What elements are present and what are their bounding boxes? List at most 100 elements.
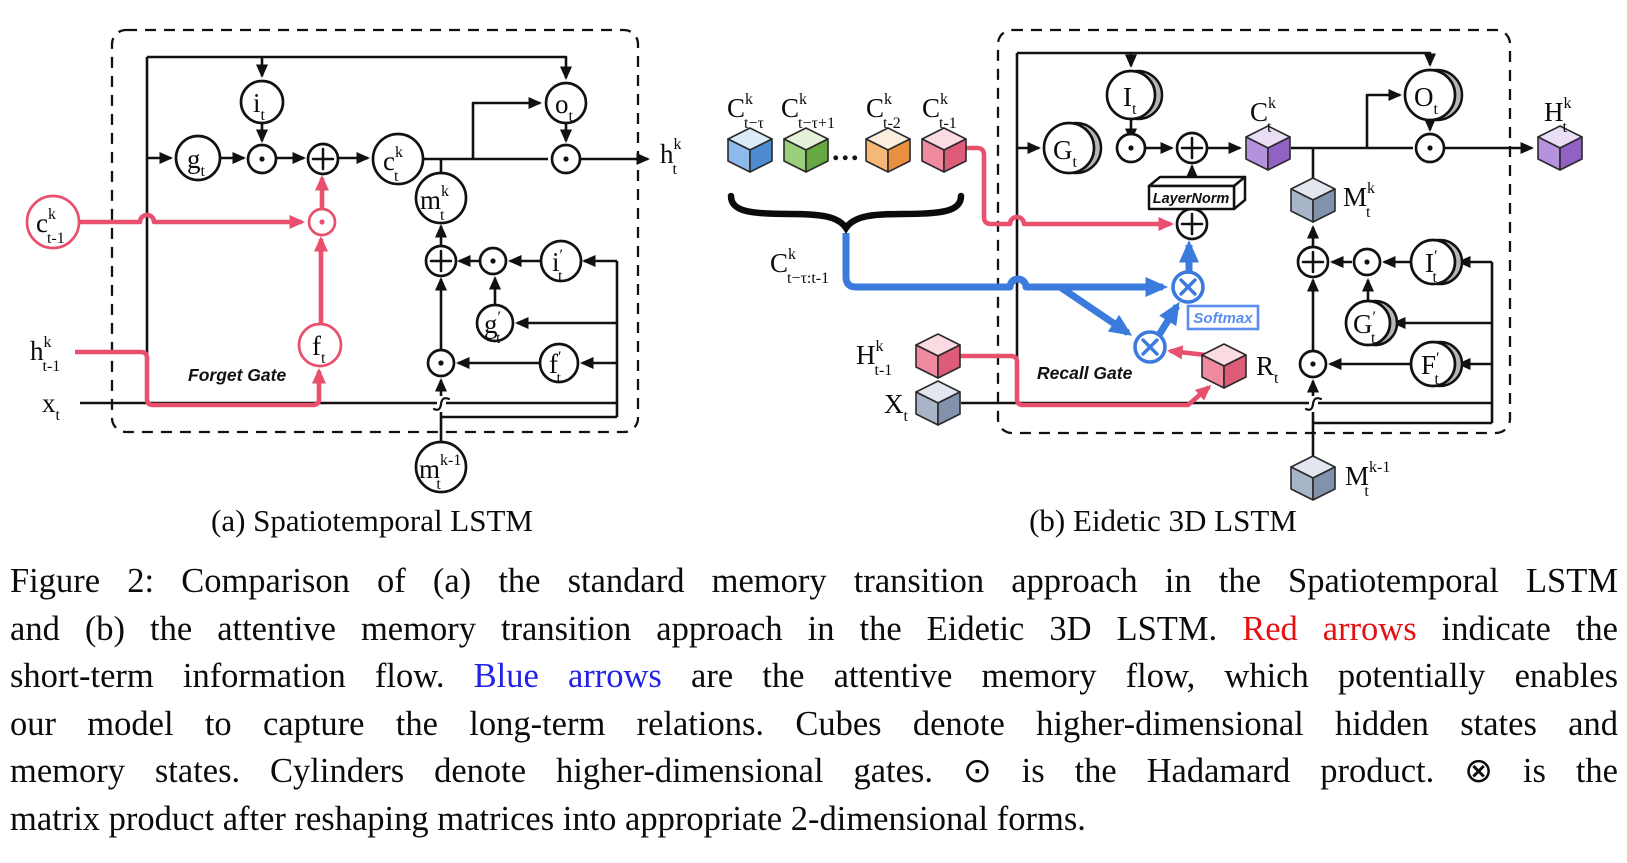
gate-o [544,81,588,125]
gate-G-label: Gt [1053,135,1078,171]
add-op [1175,131,1209,165]
panel-b-title: (b) Eidetic 3D LSTM [1029,503,1297,538]
add-op [1296,245,1330,279]
panel-a-title: (a) Spatiotemporal LSTM [211,503,533,538]
gate-g-label: gt [187,144,206,180]
panel-b: ... [727,28,1583,538]
hadamard-op [1414,132,1446,164]
panel-a-wires [80,57,619,442]
prev-cell-state [25,194,81,250]
gate-g-prime-label: g′t [484,309,501,347]
hadamard-op [1298,349,1328,379]
memory-cube-orange [865,127,911,173]
figure-caption: Figure 2: Comparison of (a) the standard… [10,558,1618,843]
gate-cylinder-O [1403,68,1464,122]
panel-a-frame [110,28,640,434]
gate-i [239,79,285,125]
cell-state-c [371,132,425,186]
gate-i-label: it [253,88,266,124]
layernorm-box: LayerNorm [1147,175,1247,211]
matrix-product-op [1133,330,1167,364]
matrix-product-op [1171,270,1205,304]
memory-cube-red [921,127,967,173]
gate-cylinder-I [1105,69,1164,121]
ellipsis: ... [832,134,861,167]
gate-f-prime-label: f′t [549,349,562,387]
gate-O-label: Ot [1414,82,1439,118]
caption-line-1: Figure 2: Comparison of (a) the standard… [10,562,1618,600]
gate-G-prime-label: G′t [1353,309,1376,347]
gate-cylinder-I-prime [1409,238,1464,286]
panel-b-frame [996,28,1512,435]
add-op-attention [1175,207,1209,241]
panel-b-blue-flow [842,233,1199,337]
line-break-mark [1304,397,1323,411]
prev-memory-cube-m [1290,455,1336,501]
input-cube-x [915,380,961,426]
gate-cylinder-G [1042,121,1103,175]
caption-line-4: our model to capture the long-term relat… [10,704,1618,743]
caption-line-3: short-term information flow. Blue arrows… [10,657,1619,695]
panel-a-red-flow [75,175,329,408]
add-op [306,142,340,176]
softmax-label: Softmax [1193,310,1253,327]
panel-b-arrows [1017,51,1534,396]
gate-i-prime [539,239,583,283]
prev-memory-m [414,440,468,494]
hadamard-op [246,143,278,175]
gate-f-prime [538,342,580,384]
gate-I-label: It [1123,82,1137,118]
forget-gate-label: Forget Gate [188,365,286,385]
memory-m [414,171,468,225]
gate-I-prime-label: I′t [1425,248,1438,286]
hadamard-op-forget [307,207,337,237]
memory-cube-green [783,127,829,173]
add-op [424,244,458,278]
layernorm-label: LayerNorm [1153,191,1230,207]
recall-cube-label: Rt [1256,351,1279,387]
underbrace [727,192,965,234]
gate-g [174,134,222,182]
gate-cylinder-G-prime [1344,299,1399,347]
recall-gate-label: Recall Gate [1037,363,1133,383]
blue-arrows-phrase: Blue arrows [473,657,662,695]
gate-F-prime-label: F′t [1421,350,1440,388]
gate-i-prime-label: i′t [552,247,563,285]
hadamard-op [550,143,582,175]
gate-cylinder-F-prime [1409,340,1464,388]
gate-f-forget [297,322,343,368]
memory-cube-m [1290,177,1336,223]
line-break-mark [432,397,451,411]
cell-state-cube-c [1245,125,1291,171]
input-x-label: xt [42,388,61,424]
hadamard-op [1115,132,1147,164]
memory-cube-blue [727,127,773,173]
prev-hidden-cube-h [915,333,961,379]
hadamard-op [426,348,456,378]
hidden-state-cube-h [1537,125,1583,171]
caption-line-5: memory states. Cylinders denote higher-d… [10,752,1618,790]
softmax-box: Softmax [1186,304,1260,331]
caption-line-6: matrix product after reshaping matrices … [10,799,1086,838]
gate-f-label: ft [312,331,326,367]
panel-b-red-flow [959,145,1212,408]
red-arrows-phrase: Red arrows [1242,609,1417,648]
hadamard-op [1352,247,1382,277]
